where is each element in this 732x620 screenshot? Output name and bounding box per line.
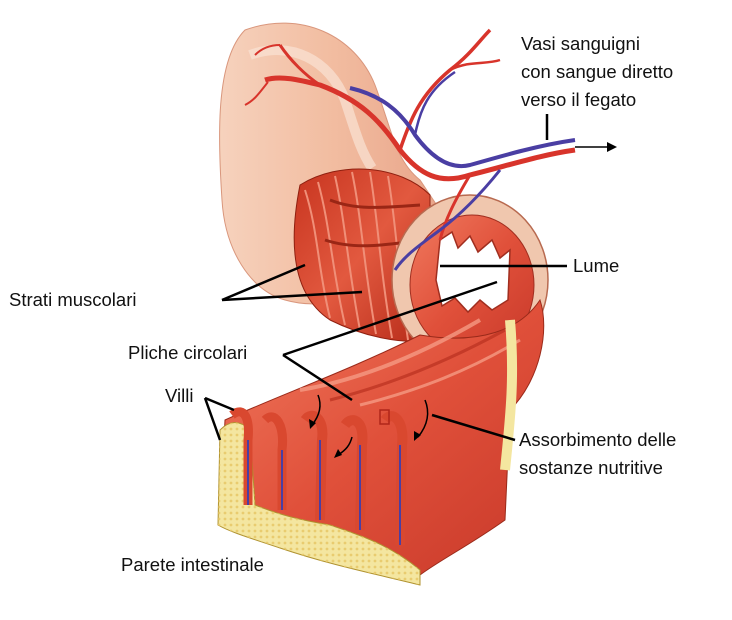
blood-vessels: [244, 28, 576, 271]
mucosa-sheet: [219, 298, 545, 576]
label-villi: Villi: [165, 385, 194, 406]
lumen-opening: [435, 230, 511, 314]
label-vessels-line1: Vasi sanguigni: [521, 33, 640, 54]
label-lumen: Lume: [573, 255, 620, 276]
leader-folds-2: [282, 353, 353, 402]
label-vessels-line3: verso il fegato: [521, 89, 637, 110]
label-absorption-line1: Assorbimento delle: [519, 429, 677, 450]
villi-cross-section: [217, 407, 421, 586]
leader-muscle-2: [221, 290, 363, 302]
leader-villi-1: [204, 396, 235, 412]
leader-folds-1: [282, 280, 498, 357]
flow-arrow: [575, 142, 617, 152]
leader-absorption: [431, 413, 516, 442]
label-vessels-line2: con sangue diretto: [521, 61, 674, 82]
label-absorption-line2: sostanze nutritive: [519, 457, 663, 478]
leader-villi-2: [203, 397, 222, 441]
label-circular-folds: Pliche circolari: [128, 342, 248, 363]
label-muscle-layers: Strati muscolari: [9, 289, 137, 310]
absorption-arrows: [309, 394, 429, 458]
leader-lines: [203, 114, 567, 442]
leader-muscle-1: [221, 263, 306, 302]
label-intestinal-wall: Parete intestinale: [121, 554, 264, 575]
